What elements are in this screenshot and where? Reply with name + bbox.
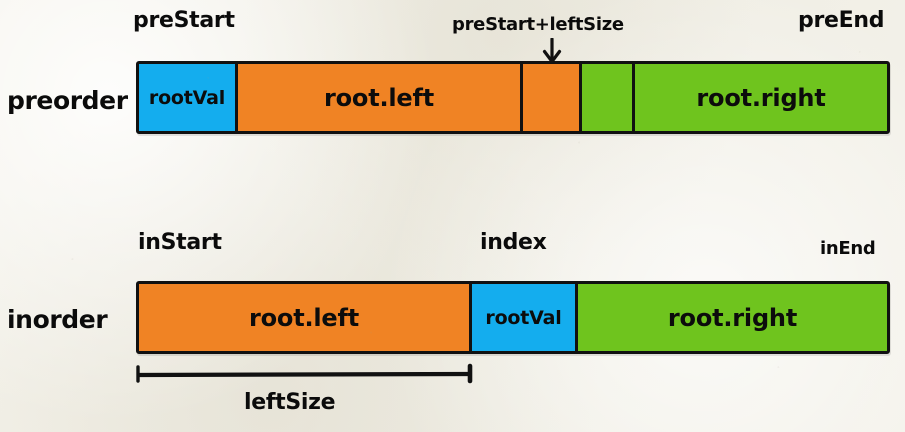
preorder-segment-root-left-label: root.left (323, 83, 435, 112)
preorder-segment-green-head (582, 64, 635, 131)
preorder-segment-root-right: root.right (635, 64, 887, 131)
preorder-segment-orange-tail (523, 64, 582, 131)
label-preend: preEnd (798, 8, 885, 33)
preorder-segment-root-right-label: root.right (696, 83, 826, 112)
label-index: index (480, 230, 547, 255)
label-instart: inStart (138, 230, 222, 255)
preorder-segment-root-left: root.left (238, 64, 523, 131)
row-label-inorder: inorder (7, 305, 108, 334)
measure-bracket-icon (132, 362, 478, 392)
preorder-segment-rootval: rootVal (139, 64, 238, 131)
preorder-array-bar: rootVal root.left root.right (136, 61, 890, 134)
preorder-segment-rootval-label: rootVal (148, 86, 226, 109)
label-leftsize: leftSize (244, 390, 336, 415)
inorder-segment-rootval: rootVal (472, 284, 578, 351)
inorder-segment-rootval-label: rootVal (485, 306, 562, 329)
inorder-segment-root-right-label: root.right (667, 303, 798, 332)
label-prestart-plus-leftsize: preStart+leftSize (452, 14, 624, 35)
label-prestart: preStart (133, 8, 235, 33)
inorder-array-bar: root.left rootVal root.right (136, 281, 890, 354)
row-label-preorder: preorder (7, 86, 128, 115)
inorder-segment-root-left-label: root.left (248, 303, 360, 332)
inorder-segment-root-right: root.right (578, 284, 887, 351)
label-inend: inEnd (820, 238, 876, 259)
inorder-segment-root-left: root.left (139, 284, 472, 351)
